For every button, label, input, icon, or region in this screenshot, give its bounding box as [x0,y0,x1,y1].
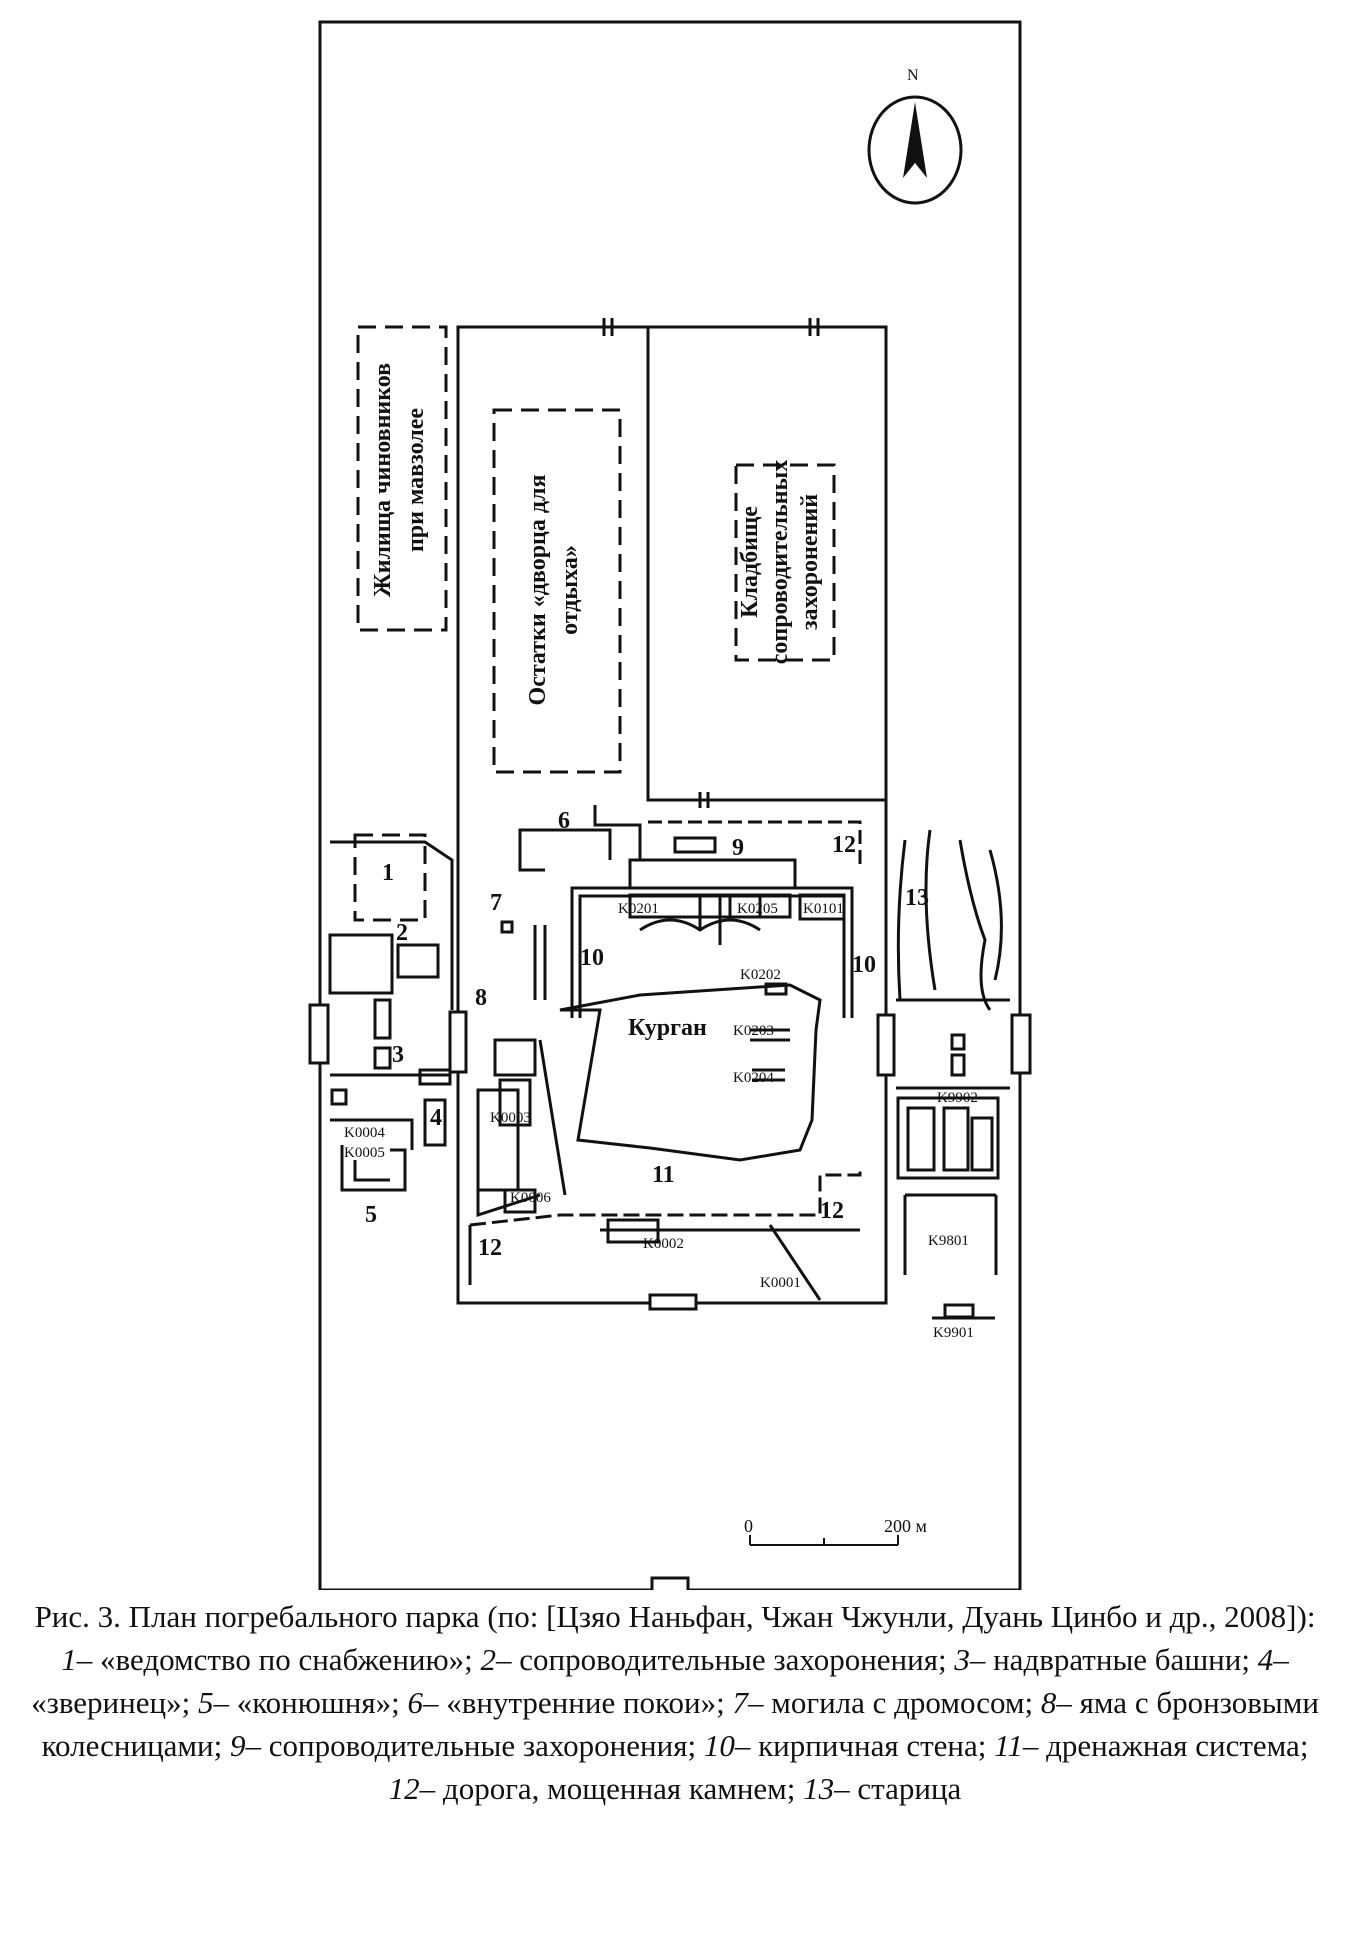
label-12-east: 12 [820,1198,844,1224]
pit-k0002: K0002 [643,1236,684,1252]
pit-k9901: K9901 [933,1325,974,1341]
caption-text-9: – сопроводительные захоронения; [245,1728,704,1763]
caption-text-11: – дренажная система; [1022,1728,1309,1763]
zone-cemetery-label-2: сопроводительных [767,460,793,664]
caption-text-2: – сопроводительные захоронения; [496,1642,955,1677]
svg-text:Остатки «дворца для: Остатки «дворца для [525,475,551,706]
pit-k0001: K0001 [760,1275,801,1291]
caption-text-5: – «конюшня»; [213,1685,408,1720]
inner-gate-east [876,1013,896,1077]
label-4: 4 [430,1105,442,1131]
scale-zero: 0 [744,1516,753,1536]
zone-cemetery-label-3: захоронений [797,494,823,630]
cemetery-enclosure [646,327,886,802]
caption-text-4: – «зверинец»; [31,1642,1289,1720]
caption-text-6: – «внутренние покои»; [423,1685,733,1720]
caption-text-10: – кирпичная стена; [734,1728,995,1763]
caption-num-7: 7 [732,1685,749,1720]
north-label: N [907,67,919,84]
zone-officials-label-2: при мавзолее [403,408,429,552]
outer-wall [318,20,1022,1590]
label-10-west: 10 [580,945,604,971]
park-plan-map: N Жилища чиновников при мавзолее Остатки… [308,20,1032,1590]
caption-num-4: 4 [1257,1642,1274,1677]
caption-text-1: – «ведомство по снабжению»; [76,1642,481,1677]
caption-num-5: 5 [197,1685,214,1720]
label-3: 3 [392,1042,404,1068]
caption-text-3: – надвратные башни; [969,1642,1258,1677]
caption-text-12: – дорога, мощенная камнем; [419,1771,804,1806]
pit-k9801: K9801 [928,1233,969,1249]
pit-k0006: K0006 [510,1190,551,1206]
label-8: 8 [475,985,487,1011]
caption-num-3: 3 [954,1642,970,1677]
label-1: 1 [382,860,394,886]
caption-text-7: – могила с дромосом; [748,1685,1041,1720]
zone-cemetery [734,463,836,662]
caption-text-8: – яма с бронзовыми колесницами; [41,1685,1319,1763]
svg-text:захоронений: захоронений [797,494,823,630]
mound-label: Курган [628,1015,707,1041]
caption-num-13: 13 [803,1771,835,1806]
pit-k0201: K0201 [618,901,659,917]
label-11: 11 [652,1162,675,1188]
label-5: 5 [365,1202,377,1228]
pit-k0204: K0204 [733,1070,774,1086]
caption-num-6: 6 [407,1685,424,1720]
label-6: 6 [558,808,570,834]
svg-text:сопроводительных: сопроводительных [767,460,793,664]
label-10-east: 10 [852,952,876,978]
caption-text-13: – старица [834,1771,962,1806]
pit-k9902: K9902 [937,1090,978,1106]
outer-gate-south [650,1576,690,1590]
scale-max: 200 м [884,1516,927,1536]
svg-text:при мавзолее: при мавзолее [403,408,429,552]
zone-officials-dwellings [356,325,448,632]
label-7: 7 [490,890,502,916]
caption-num-11: 11 [994,1728,1023,1763]
north-arrow: N [867,67,963,205]
zone-cemetery-label-1: Кладбище [737,506,763,618]
pit-k0202: K0202 [740,967,781,983]
zone-palace-label-2: отдыха» [557,545,583,635]
caption-lead: Рис. 3. План погребального парка (по: [Ц… [34,1599,1316,1634]
zone-officials-label-1: Жилища чиновников [370,363,396,597]
pit-k0003: K0003 [490,1110,531,1126]
zone-rest-palace [492,408,622,774]
svg-text:Кладбище: Кладбище [737,506,763,618]
outer-gate-east [1010,1013,1032,1075]
pit-k0205: K0205 [737,901,778,917]
mound-outline [559,983,822,1162]
pit-k0203: K0203 [733,1023,774,1039]
figure-caption: Рис. 3. План погребального парка (по: [Ц… [20,1595,1330,1810]
label-9: 9 [732,835,744,861]
inner-gate-west [448,1010,468,1074]
svg-text:Жилища чиновников: Жилища чиновников [370,363,396,597]
zone-supply-office [353,833,427,922]
pit-k0101: K0101 [803,901,844,917]
label-12-north: 12 [832,832,856,858]
caption-num-2: 2 [480,1642,497,1677]
pit-k0004: K0004 [344,1125,385,1141]
inner-gate-south [648,1293,698,1311]
zone-palace-label-1: Остатки «дворца для [525,475,551,706]
caption-num-9: 9 [230,1728,246,1763]
svg-text:отдыха»: отдыха» [557,545,583,635]
caption-num-8: 8 [1040,1685,1057,1720]
paleochannel [896,829,1003,1011]
caption-num-10: 10 [703,1728,735,1763]
label-12-west: 12 [478,1235,502,1261]
caption-num-1: 1 [61,1642,77,1677]
inner-wall [456,325,888,1305]
pit-k0005: K0005 [344,1145,385,1161]
caption-num-12: 12 [388,1771,420,1806]
label-2: 2 [396,920,408,946]
label-13: 13 [905,885,929,911]
scale-bar: 0 200 м [744,1516,927,1546]
outer-gate-west [308,1003,330,1065]
